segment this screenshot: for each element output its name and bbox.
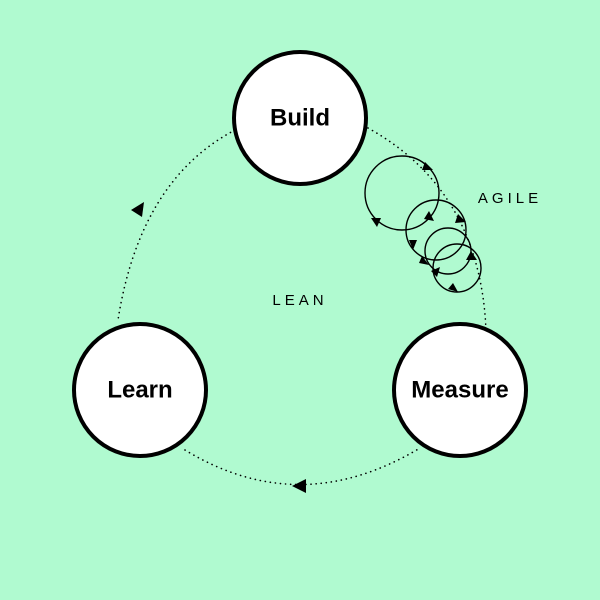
agile-loop-arrow-3 [424, 211, 434, 221]
node-measure-label: Measure [411, 377, 508, 404]
agile-loop-arrow-5 [455, 214, 466, 223]
cycle-arrow-bottom [292, 479, 306, 493]
node-build: Build [232, 50, 368, 186]
agile-loop-arrow-6 [419, 256, 429, 265]
agile-loop-arrow-9 [431, 267, 440, 277]
node-learn-circle [72, 322, 208, 458]
agile-loop-medium [405, 199, 467, 261]
node-build-circle [232, 50, 368, 186]
node-learn-label: Learn [107, 377, 172, 404]
agile-caption: AGILE [478, 190, 542, 207]
connector-build-to-learn [117, 129, 236, 321]
node-learn: Learn [72, 322, 208, 458]
agile-loop-large [364, 155, 440, 231]
node-build-label: Build [270, 105, 330, 132]
node-measure: Measure [392, 322, 528, 458]
agile-loop-arrow-8 [448, 283, 458, 292]
lean-caption: LEAN [272, 292, 327, 309]
agile-loop-arrow-7 [466, 251, 477, 260]
agile-loops [364, 155, 482, 293]
agile-loop-arrow-4 [409, 240, 417, 250]
agile-loop-smallest [432, 243, 482, 293]
agile-loop-arrow-2 [371, 218, 381, 227]
agile-loop-arrow-1 [422, 162, 433, 170]
cycle-arrow-left [131, 202, 144, 217]
node-measure-circle [392, 322, 528, 458]
